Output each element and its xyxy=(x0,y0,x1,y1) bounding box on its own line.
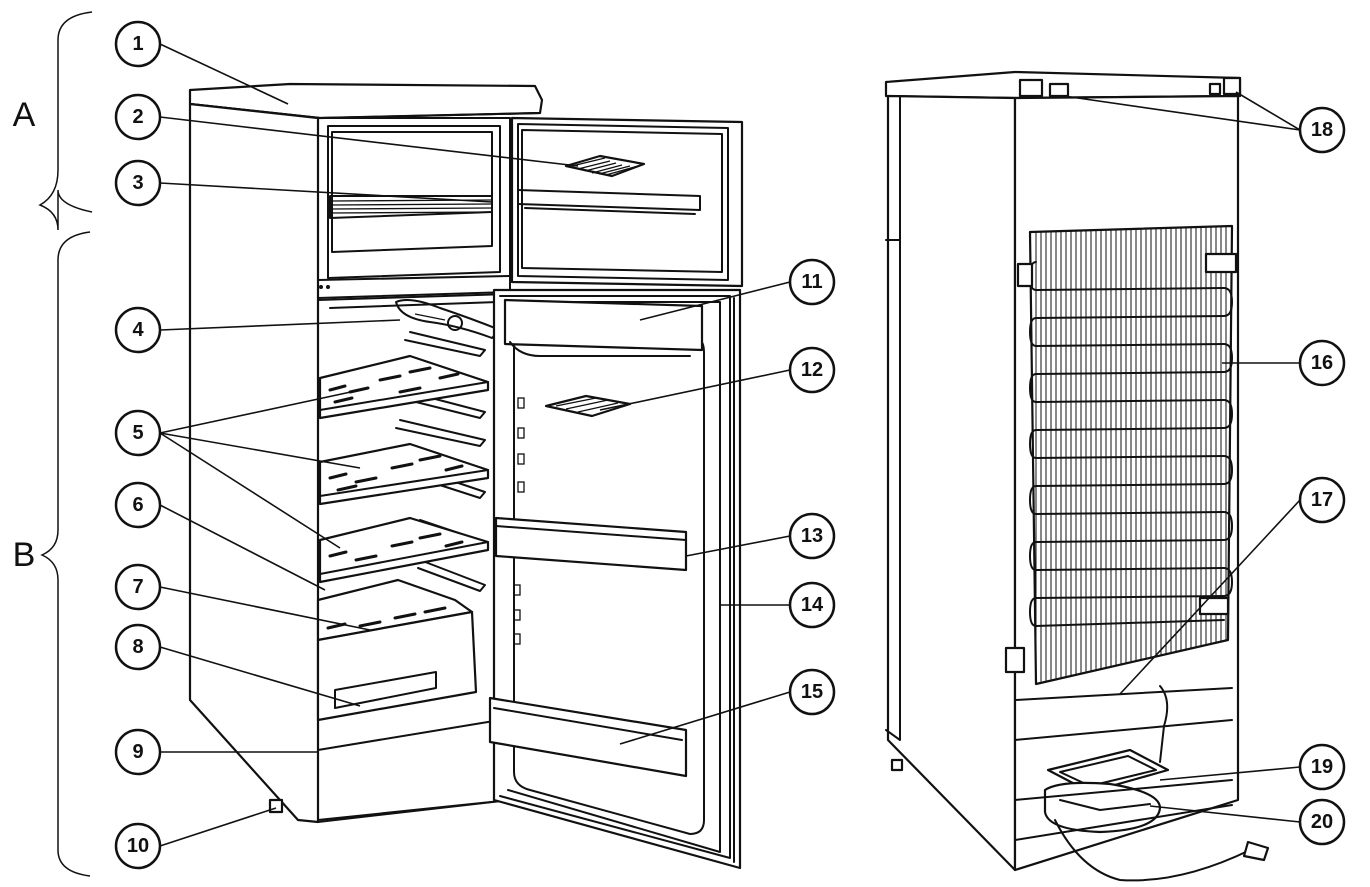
callout-15: 15 xyxy=(788,668,836,716)
callout-1: 1 xyxy=(114,20,162,68)
freezer-interior xyxy=(327,125,501,279)
door-studs xyxy=(513,397,525,645)
callout-9: 9 xyxy=(114,728,162,776)
callout-8: 8 xyxy=(114,623,162,671)
svg-text:2: 2 xyxy=(132,106,143,128)
svg-text:1: 1 xyxy=(132,33,143,55)
section-a-brace xyxy=(38,11,93,231)
svg-text:13: 13 xyxy=(801,525,823,547)
condenser-coil xyxy=(1004,224,1238,686)
svg-text:17: 17 xyxy=(1311,489,1333,511)
svg-text:8: 8 xyxy=(132,636,143,658)
callout-11: 11 xyxy=(788,258,836,306)
cabinet-side xyxy=(188,102,320,824)
svg-text:10: 10 xyxy=(127,835,149,857)
light-thermostat-unit xyxy=(395,299,501,339)
section-a-label: A xyxy=(13,96,36,134)
svg-text:7: 7 xyxy=(132,576,143,598)
svg-text:11: 11 xyxy=(801,271,822,293)
freezer-door xyxy=(510,116,744,288)
svg-text:15: 15 xyxy=(801,681,823,703)
power-plug xyxy=(1242,840,1270,862)
callout-3: 3 xyxy=(114,159,162,207)
ice-tray xyxy=(564,154,646,178)
callout-7: 7 xyxy=(114,563,162,611)
svg-text:4: 4 xyxy=(132,319,144,341)
rear-spacers xyxy=(1018,76,1242,98)
glass-shelf-middle xyxy=(318,442,490,506)
leader-lines xyxy=(159,43,1301,847)
section-b-label: B xyxy=(13,536,36,574)
callout-12: 12 xyxy=(788,346,836,394)
cabinet-bottom xyxy=(317,719,501,751)
crisper-cover xyxy=(316,578,474,642)
callout-10: 10 xyxy=(114,822,162,870)
glass-shelf-bottom xyxy=(318,516,490,584)
drip-tube xyxy=(1014,685,1233,763)
callout-14: 14 xyxy=(788,581,836,629)
door-shelf xyxy=(494,516,688,572)
svg-text:20: 20 xyxy=(1311,811,1333,833)
rear-side xyxy=(886,94,1017,872)
freezer-wire-shelf xyxy=(329,195,493,219)
svg-text:9: 9 xyxy=(132,741,143,763)
butter-compartment xyxy=(503,298,704,357)
crisper-drawer xyxy=(316,610,478,722)
callout-4: 4 xyxy=(114,306,162,354)
svg-text:14: 14 xyxy=(801,594,824,616)
callout-6: 6 xyxy=(114,481,162,529)
glass-shelf-top xyxy=(318,354,490,420)
callout-2: 2 xyxy=(114,93,162,141)
svg-text:12: 12 xyxy=(801,359,823,381)
svg-text:6: 6 xyxy=(132,494,143,516)
svg-text:18: 18 xyxy=(1311,119,1333,141)
callout-13: 13 xyxy=(788,512,836,560)
callout-18: 18 xyxy=(1298,106,1346,154)
callout-16: 16 xyxy=(1298,339,1346,387)
callout-17: 17 xyxy=(1298,476,1346,524)
fridge-rear xyxy=(884,70,1270,882)
callout-19: 19 xyxy=(1298,743,1346,791)
svg-text:5: 5 xyxy=(132,422,143,444)
section-b-brace xyxy=(40,231,91,877)
power-cord xyxy=(1054,819,1251,882)
fridge-front xyxy=(188,82,744,870)
svg-text:19: 19 xyxy=(1311,756,1333,778)
callout-20: 20 xyxy=(1298,798,1346,846)
svg-text:16: 16 xyxy=(1311,352,1333,374)
callout-5: 5 xyxy=(114,409,162,457)
svg-text:3: 3 xyxy=(132,172,143,194)
fridge-door xyxy=(488,288,742,870)
